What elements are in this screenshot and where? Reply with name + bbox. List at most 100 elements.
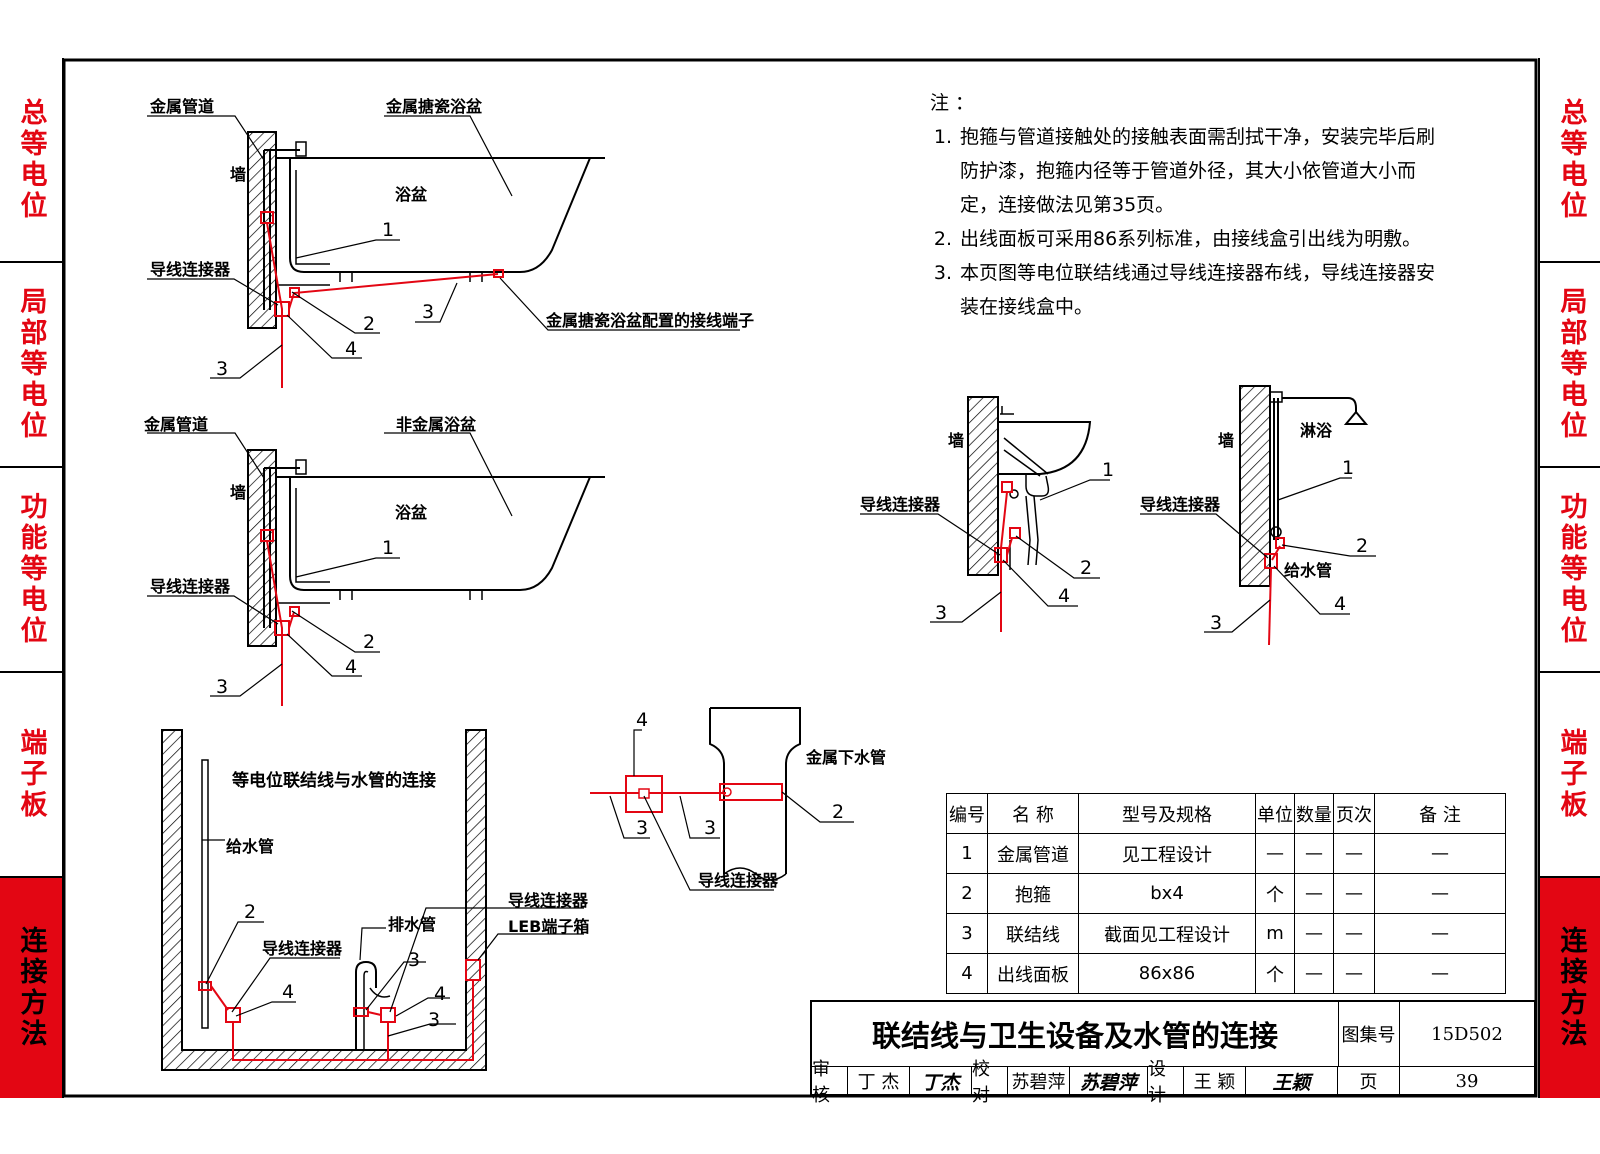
label-tub: 浴盆 — [395, 185, 428, 204]
note-number: 1. — [933, 126, 952, 148]
check-label: 校对 — [972, 1059, 1008, 1106]
table-cell: 86x86 — [1078, 953, 1256, 994]
table-cell: — — [1294, 913, 1334, 954]
callout-2: 2 — [1080, 557, 1092, 579]
label-wall: 墙 — [230, 483, 246, 502]
side-tab-label: 局部等电位 — [1555, 287, 1587, 442]
left-side-tabs: 总等电位 局部等电位 功能等电位 端子板 连接方法 — [0, 58, 64, 1098]
label-wall: 墙 — [948, 431, 964, 450]
callout-3: 3 — [935, 602, 947, 624]
drawing-title: 联结线与卫生设备及水管的连接 — [812, 1002, 1339, 1066]
callout-2: 2 — [363, 631, 375, 653]
downpipe-body — [709, 707, 801, 874]
label-metal-pipe: 金属管道 — [149, 97, 214, 116]
table-row: 3 联结线 截面见工程设计 m — — — — [946, 913, 1506, 954]
note-text: 本页图等电位联结线通过导线连接器布线，导线连接器安装在接线盒中。 — [960, 262, 1436, 318]
label-connector: 导线连接器 — [150, 577, 231, 596]
note-text: 出线面板可采用86系列标准，由接线盒引出线为明敷。 — [960, 228, 1422, 250]
side-tab-label: 功能等电位 — [15, 492, 47, 647]
table-cell: 个 — [1255, 873, 1295, 914]
designer-signature: 王颖 — [1246, 1067, 1338, 1095]
side-tab-label: 端子板 — [15, 728, 47, 821]
label-metal-pipe: 金属管道 — [143, 415, 208, 434]
label-wall: 墙 — [230, 165, 246, 184]
notes-heading: 注 ： — [930, 92, 975, 114]
table-cell: 个 — [1255, 953, 1295, 994]
side-tab-label: 总等电位 — [15, 97, 47, 222]
table-cell: 截面见工程设计 — [1078, 913, 1256, 954]
table-cell: — — [1333, 833, 1375, 874]
side-tab-function[interactable]: 功能等电位 — [0, 468, 62, 673]
side-tab-connection[interactable]: 连接方法 — [0, 878, 62, 1098]
table-cell: — — [1374, 833, 1506, 874]
side-tab-label: 连接方法 — [1555, 926, 1587, 1050]
callout-2: 2 — [244, 901, 256, 923]
design-label: 设计 — [1148, 1059, 1184, 1106]
title-block: 联结线与卫生设备及水管的连接 图集号 15D502 审核 丁 杰 丁杰 校对 苏… — [810, 1000, 1536, 1106]
table-cell: 3 — [946, 913, 988, 954]
table-header: 型号及规格 — [1078, 793, 1256, 834]
callout-4: 4 — [345, 656, 357, 678]
box-walls — [161, 729, 487, 1071]
table-cell: 出线面板 — [987, 953, 1079, 994]
side-tab-total[interactable]: 总等电位 — [1540, 58, 1600, 263]
callout-3: 3 — [216, 676, 228, 698]
drain-pipe — [355, 960, 377, 1050]
table-cell: — — [1374, 953, 1506, 994]
table-cell: 2 — [946, 873, 988, 914]
note-item: 1. 抱箍与管道接触处的接触表面需刮拭干净，安装完毕后刷防护漆，抱箍内径等于管道… — [920, 120, 1440, 222]
side-tab-terminal[interactable]: 端子板 — [1540, 673, 1600, 878]
table-cell: — — [1294, 873, 1334, 914]
callout-2: 2 — [832, 801, 844, 823]
shower-pipe — [1282, 397, 1357, 412]
callout-3: 3 — [408, 949, 420, 971]
table-cell: — — [1333, 913, 1375, 954]
callout-2: 2 — [1356, 535, 1368, 557]
callout-4: 4 — [282, 981, 294, 1003]
callout-2: 2 — [363, 313, 375, 335]
tub-body — [289, 476, 591, 591]
label-shower: 淋浴 — [1300, 421, 1333, 440]
table-cell: — — [1294, 953, 1334, 994]
callout-3: 3 — [636, 817, 648, 839]
checker-name: 苏碧萍 — [1008, 1067, 1070, 1095]
label-tub: 浴盆 — [395, 503, 428, 522]
callout-3: 3 — [1210, 612, 1222, 634]
label-connector: 导线连接器 — [1140, 495, 1221, 514]
reviewer-signature: 丁杰 — [910, 1067, 972, 1095]
table-header: 页次 — [1333, 793, 1375, 834]
table-header: 数量 — [1294, 793, 1334, 834]
note-item: 2. 出线面板可采用86系列标准，由接线盒引出线为明敷。 — [920, 222, 1440, 256]
page-label: 页 — [1338, 1067, 1400, 1095]
checker-signature: 苏碧萍 — [1070, 1067, 1148, 1095]
label-connector: 导线连接器 — [698, 871, 779, 890]
callout-1: 1 — [382, 537, 394, 559]
label-tub-terminal: 金属搪瓷浴盆配置的接线端子 — [545, 311, 754, 330]
callout-1: 1 — [1102, 459, 1114, 481]
atlas-number: 15D502 — [1431, 1023, 1503, 1045]
table-cell: 联结线 — [987, 913, 1079, 954]
callout-4: 4 — [1058, 585, 1070, 607]
side-tab-terminal[interactable]: 端子板 — [0, 673, 62, 878]
wall-hatch — [967, 396, 999, 576]
callout-4: 4 — [636, 709, 648, 731]
figure-downpipe: 4 金属下水管 2 3 3 导线连接器 — [590, 707, 886, 891]
notes-block: 注 ： 1. 抱箍与管道接触处的接触表面需刮拭干净，安装完毕后刷防护漆，抱箍内径… — [920, 86, 1440, 324]
side-tab-total[interactable]: 总等电位 — [0, 58, 62, 263]
note-number: 3. — [933, 262, 952, 284]
table-row: 1 金属管道 见工程设计 — — — — — [946, 833, 1506, 874]
side-tab-connection[interactable]: 连接方法 — [1540, 878, 1600, 1098]
wall-hatch — [1239, 385, 1271, 587]
side-tab-local[interactable]: 局部等电位 — [1540, 263, 1600, 468]
side-tab-local[interactable]: 局部等电位 — [0, 263, 62, 468]
side-tab-function[interactable]: 功能等电位 — [1540, 468, 1600, 673]
side-tab-label: 功能等电位 — [1555, 492, 1587, 647]
side-tab-label: 局部等电位 — [15, 287, 47, 442]
page-number: 39 — [1455, 1070, 1479, 1092]
side-tab-label: 总等电位 — [1555, 97, 1587, 222]
table-cell: 4 — [946, 953, 988, 994]
water-supply-pipe — [201, 759, 209, 1029]
table-header: 单位 — [1255, 793, 1295, 834]
callout-1: 1 — [382, 219, 394, 241]
